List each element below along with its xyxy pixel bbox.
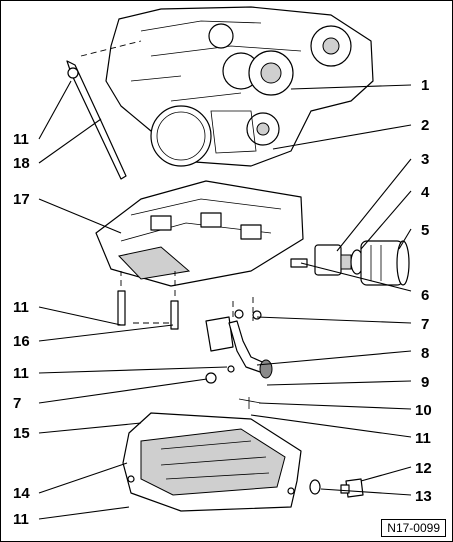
callout-3: 3 <box>421 151 429 168</box>
drain-plug <box>309 478 364 498</box>
reference-code: N17-0099 <box>381 519 446 537</box>
left-leader-lines <box>38 80 228 520</box>
callout-18: 18 <box>13 155 30 172</box>
callout-11-left-low: 11 <box>13 365 29 382</box>
callout-8: 8 <box>421 345 429 362</box>
callout-17: 17 <box>13 191 30 208</box>
callout-14: 14 <box>13 485 30 502</box>
oil-pickup-pipe <box>205 297 273 409</box>
callout-16: 16 <box>13 333 30 350</box>
callout-labels: 1 2 3 4 5 6 7 8 9 10 11 12 13 11 18 17 1… <box>13 77 432 528</box>
callout-11-left-top: 11 <box>13 131 29 148</box>
callout-11-left-bottom: 11 <box>13 511 29 528</box>
callout-15: 15 <box>13 425 30 442</box>
callout-13: 13 <box>415 488 432 505</box>
oil-filter-assembly <box>290 240 410 286</box>
upper-oil-pan <box>95 180 304 287</box>
callout-4: 4 <box>421 184 430 201</box>
engine-block <box>105 6 374 167</box>
bolts-and-seals <box>117 271 262 384</box>
callout-5: 5 <box>421 222 429 239</box>
right-leader-lines <box>250 84 412 496</box>
callout-10: 10 <box>415 402 432 419</box>
callout-6: 6 <box>421 287 429 304</box>
callout-7-right: 7 <box>421 316 429 333</box>
callout-7-left: 7 <box>13 395 21 412</box>
callout-2: 2 <box>421 117 429 134</box>
callout-11-right: 11 <box>415 430 431 447</box>
callout-1: 1 <box>421 77 429 94</box>
lower-oil-pan <box>122 412 302 512</box>
callout-9: 9 <box>421 374 429 391</box>
dipstick-tube <box>66 40 142 180</box>
callout-12: 12 <box>415 460 432 477</box>
callout-11-left-mid: 11 <box>13 299 29 316</box>
